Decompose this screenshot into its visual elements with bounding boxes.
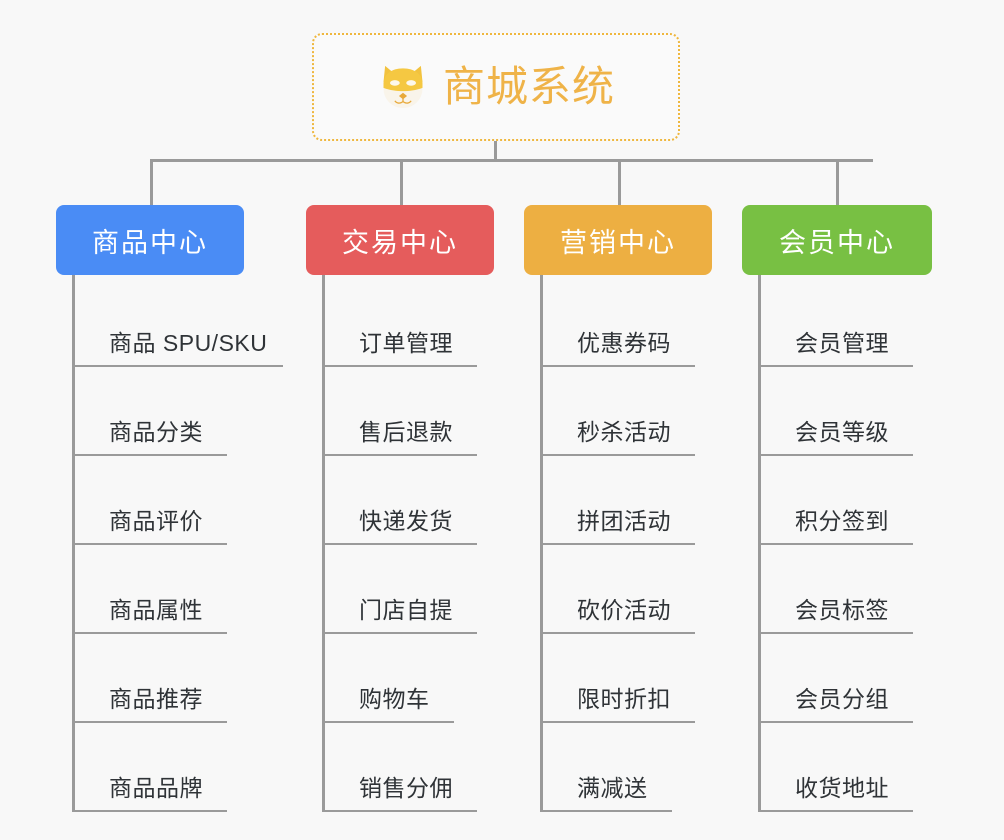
list-item[interactable]: 优惠券码 — [543, 278, 712, 367]
shiba-dog-face-icon — [383, 65, 423, 109]
list-item[interactable]: 收货地址 — [761, 723, 932, 812]
list-item-label: 订单管理 — [359, 330, 453, 356]
leaf-underline — [543, 721, 695, 723]
list-item[interactable]: 会员等级 — [761, 367, 932, 456]
list-item-label: 商品属性 — [109, 597, 203, 623]
list-item[interactable]: 会员管理 — [761, 278, 932, 367]
list-item[interactable]: 商品评价 — [75, 456, 267, 545]
leaf-underline — [75, 632, 227, 634]
list-item[interactable]: 商品属性 — [75, 545, 267, 634]
leaf-underline — [75, 810, 227, 812]
list-item[interactable]: 商品品牌 — [75, 723, 267, 812]
list-item-label: 会员分组 — [795, 686, 889, 712]
category-box-4[interactable]: 会员中心 — [742, 205, 932, 275]
category-column-3: 营销中心 优惠券码 秒杀活动 拼团活动 砍价活动 限时折扣 — [524, 205, 712, 812]
list-item[interactable]: 秒杀活动 — [543, 367, 712, 456]
connector-drop-4 — [836, 159, 839, 205]
category-box-2[interactable]: 交易中心 — [306, 205, 494, 275]
category-box-1[interactable]: 商品中心 — [56, 205, 244, 275]
list-item-label: 秒杀活动 — [577, 419, 671, 445]
list-item-label: 会员等级 — [795, 419, 889, 445]
list-item-label: 收货地址 — [795, 775, 889, 801]
leaf-underline — [325, 365, 477, 367]
list-item[interactable]: 商品分类 — [75, 367, 267, 456]
leaf-underline — [761, 454, 913, 456]
list-item[interactable]: 积分签到 — [761, 456, 932, 545]
list-item-label: 优惠券码 — [577, 330, 671, 356]
leaf-underline — [543, 365, 695, 367]
leaf-underline — [325, 454, 477, 456]
list-item[interactable]: 售后退款 — [325, 367, 494, 456]
list-item-label: 商品 SPU/SKU — [109, 330, 268, 356]
list-item-label: 售后退款 — [359, 419, 453, 445]
list-item-label: 满减送 — [577, 775, 648, 801]
list-item-label: 商品推荐 — [109, 686, 203, 712]
list-item-label: 会员标签 — [795, 597, 889, 623]
leaf-list-3: 优惠券码 秒杀活动 拼团活动 砍价活动 限时折扣 满减送 — [540, 275, 712, 812]
list-item[interactable]: 门店自提 — [325, 545, 494, 634]
list-item-label: 会员管理 — [795, 330, 889, 356]
leaf-underline — [75, 454, 227, 456]
leaf-list-1: 商品 SPU/SKU 商品分类 商品评价 商品属性 商品推荐 商品品牌 — [72, 275, 283, 812]
list-item[interactable]: 会员分组 — [761, 634, 932, 723]
list-item-label: 限时折扣 — [577, 686, 671, 712]
connector-drop-2 — [400, 159, 403, 205]
leaf-underline — [761, 632, 913, 634]
list-item-label: 积分签到 — [795, 508, 889, 534]
category-column-2: 交易中心 订单管理 售后退款 快递发货 门店自提 购物车 — [306, 205, 494, 812]
connector-drop-1 — [150, 159, 153, 205]
connector-trunk — [494, 141, 497, 162]
leaf-underline — [543, 543, 695, 545]
list-item-label: 拼团活动 — [577, 508, 671, 534]
list-item-label: 销售分佣 — [359, 775, 453, 801]
list-item-label: 购物车 — [359, 686, 430, 712]
leaf-underline — [325, 721, 454, 723]
leaf-underline — [761, 365, 913, 367]
root-title: 商城系统 — [442, 63, 615, 110]
list-item[interactable]: 拼团活动 — [543, 456, 712, 545]
connector-drop-3 — [618, 159, 621, 205]
leaf-underline — [325, 543, 477, 545]
leaf-underline — [325, 632, 477, 634]
list-item[interactable]: 销售分佣 — [325, 723, 494, 812]
leaf-underline — [761, 810, 913, 812]
category-box-3[interactable]: 营销中心 — [524, 205, 712, 275]
connector-bus — [150, 159, 873, 162]
list-item[interactable]: 购物车 — [325, 634, 494, 723]
list-item-label: 商品分类 — [109, 419, 203, 445]
list-item[interactable]: 快递发货 — [325, 456, 494, 545]
leaf-underline — [75, 721, 227, 723]
list-item-label: 砍价活动 — [577, 597, 671, 623]
list-item[interactable]: 砍价活动 — [543, 545, 712, 634]
root-node[interactable]: 商城系统 — [312, 33, 680, 141]
leaf-underline — [75, 543, 227, 545]
leaf-underline — [543, 454, 695, 456]
list-item[interactable]: 商品 SPU/SKU — [75, 278, 283, 367]
leaf-list-2: 订单管理 售后退款 快递发货 门店自提 购物车 销售分佣 — [322, 275, 494, 812]
list-item[interactable]: 满减送 — [543, 723, 712, 812]
list-item-label: 商品评价 — [109, 508, 203, 534]
list-item-label: 商品品牌 — [109, 775, 203, 801]
leaf-underline — [75, 365, 283, 367]
list-item[interactable]: 限时折扣 — [543, 634, 712, 723]
category-column-4: 会员中心 会员管理 会员等级 积分签到 会员标签 会员分组 — [742, 205, 932, 812]
category-column-1: 商品中心 商品 SPU/SKU 商品分类 商品评价 商品属性 商品推荐 — [56, 205, 283, 812]
leaf-underline — [761, 543, 913, 545]
leaf-underline — [543, 632, 695, 634]
list-item[interactable]: 订单管理 — [325, 278, 494, 367]
list-item[interactable]: 会员标签 — [761, 545, 932, 634]
list-item[interactable]: 商品推荐 — [75, 634, 267, 723]
leaf-underline — [761, 721, 913, 723]
leaf-underline — [325, 810, 477, 812]
leaf-list-4: 会员管理 会员等级 积分签到 会员标签 会员分组 收货地址 — [758, 275, 932, 812]
leaf-underline — [543, 810, 672, 812]
list-item-label: 门店自提 — [359, 597, 453, 623]
list-item-label: 快递发货 — [359, 508, 453, 534]
